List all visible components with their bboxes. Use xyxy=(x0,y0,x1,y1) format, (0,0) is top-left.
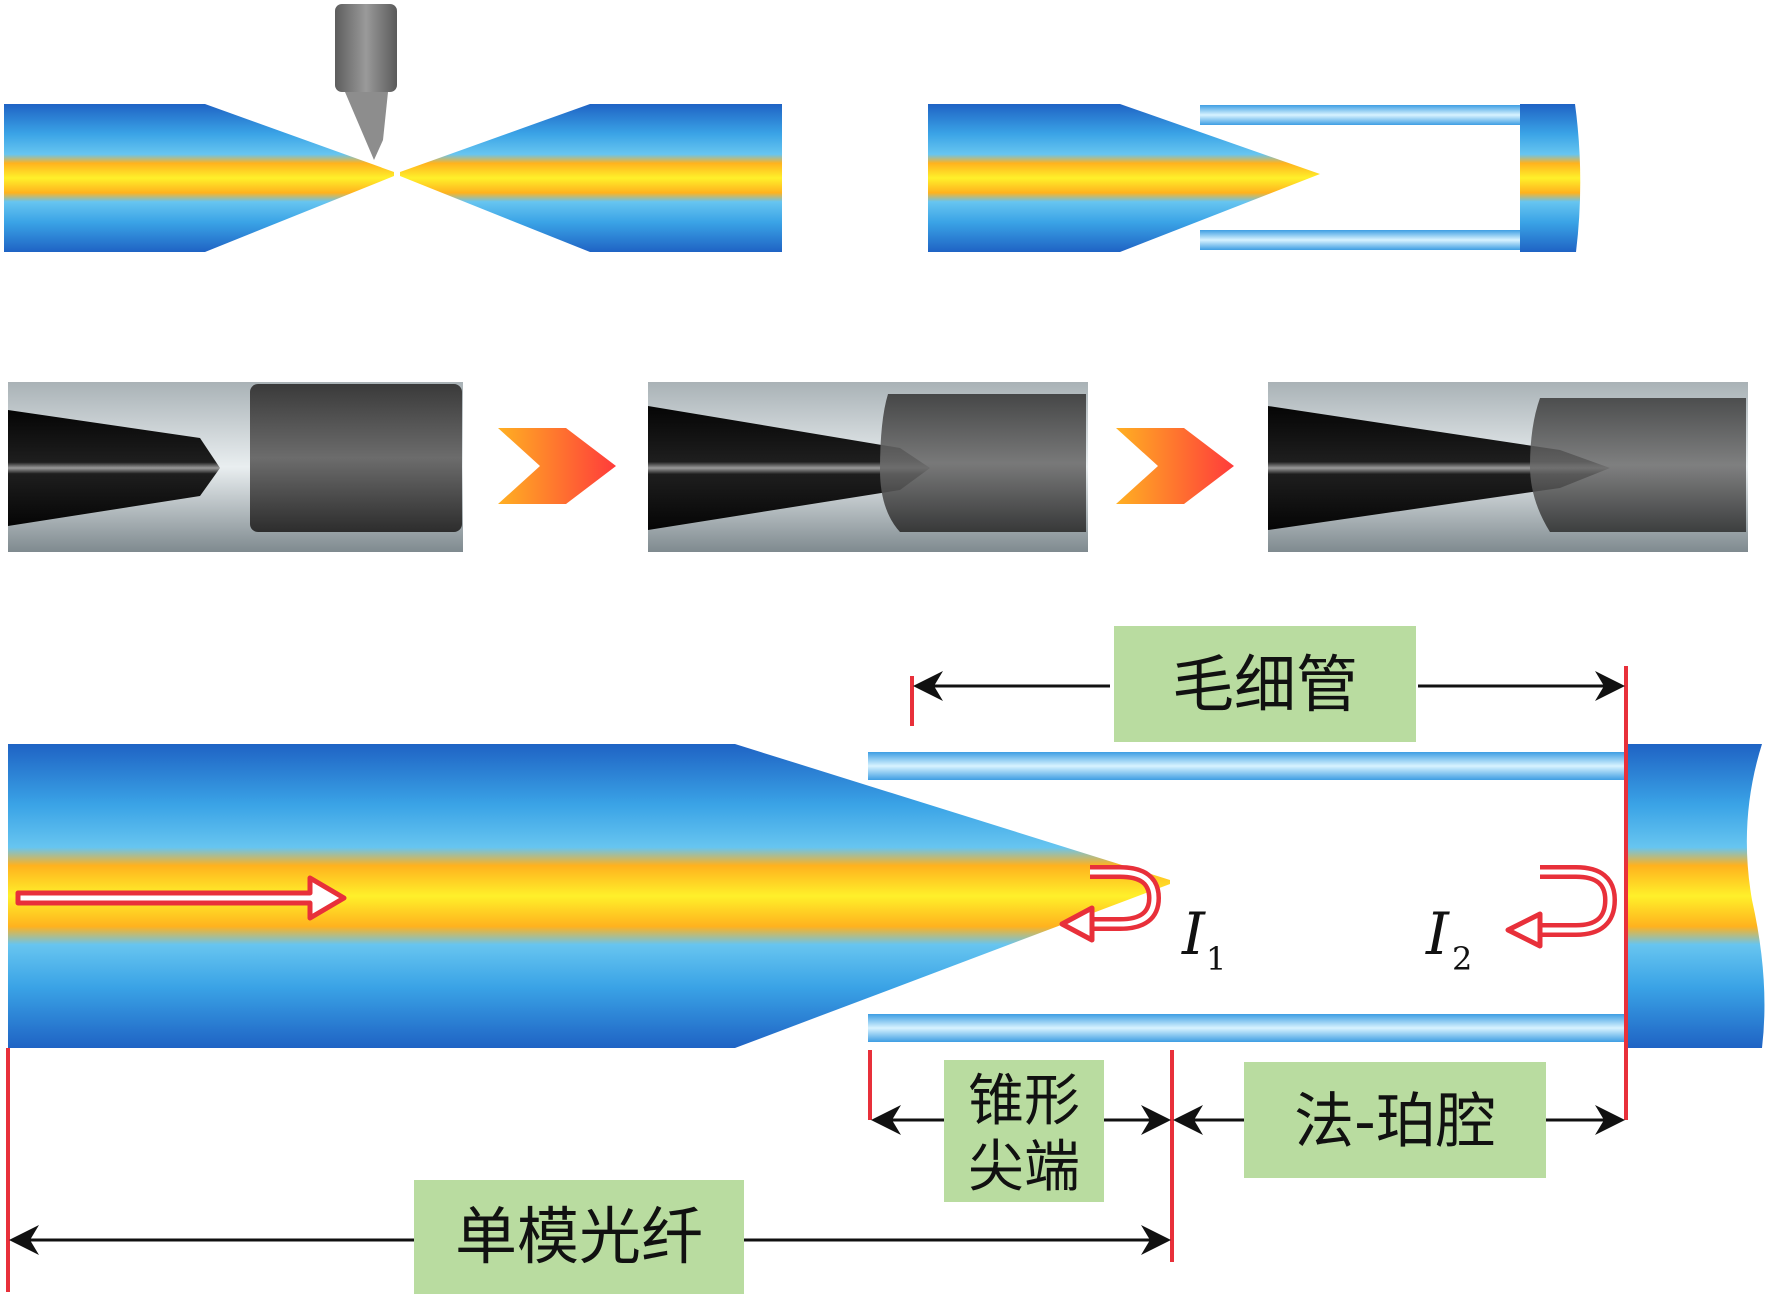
cleaver-blade xyxy=(345,92,388,160)
reflection-i1-arrow xyxy=(1059,865,1162,943)
photo-1-capillary-end xyxy=(250,384,462,532)
left-tapered-fiber xyxy=(4,104,394,252)
label-box-smf: 单模光纤 xyxy=(414,1180,744,1294)
label-capillary-text: 毛细管 xyxy=(1172,648,1358,721)
micro-photo-2 xyxy=(648,382,1088,552)
main-schematic: I 1 I 2 毛细管 锥形 尖端 法-珀腔 xyxy=(6,626,1765,1294)
photo-3-fiber-cone xyxy=(1268,406,1610,530)
photo-3-capillary-end xyxy=(1530,398,1746,532)
label-taper-tip-line2: 尖端 xyxy=(968,1135,1080,1200)
capillary-lower-wall xyxy=(868,1014,1628,1042)
end-fiber-segment xyxy=(1520,104,1581,252)
cleaver-blade-holder xyxy=(335,4,397,92)
capillary-upper-wall xyxy=(868,752,1628,780)
label-i2-sub: 2 xyxy=(1452,940,1472,978)
label-i1: I xyxy=(1181,900,1206,968)
insertion-step xyxy=(928,104,1581,252)
label-box-taper-tip: 锥形 尖端 xyxy=(944,1060,1104,1202)
progress-chevron-2 xyxy=(1116,428,1234,504)
photo-2-fiber-cone xyxy=(648,406,930,530)
tapered-fiber-in-tube xyxy=(928,104,1320,252)
label-smf-text: 单模光纤 xyxy=(455,1200,703,1273)
cleave-step xyxy=(4,4,782,252)
photo-1-fiber-cone xyxy=(8,410,220,526)
micro-photo-1 xyxy=(8,382,463,552)
reflection-i2-arrow xyxy=(1505,865,1618,949)
incident-light-arrow xyxy=(15,875,347,921)
capillary-top-wall xyxy=(1200,105,1520,125)
photo-2-capillary-end xyxy=(880,394,1086,532)
single-mode-fiber-tapered xyxy=(8,744,1170,1048)
micro-photo-3 xyxy=(1268,382,1748,552)
right-tapered-fiber xyxy=(400,104,782,252)
label-fp-cavity-text: 法-珀腔 xyxy=(1294,1087,1496,1157)
label-i2: I xyxy=(1425,900,1450,968)
capillary-bottom-wall xyxy=(1200,230,1520,250)
label-i1-sub: 1 xyxy=(1206,940,1226,978)
label-box-capillary: 毛细管 xyxy=(1114,626,1416,742)
end-fiber xyxy=(1628,744,1765,1048)
label-taper-tip-line1: 锥形 xyxy=(968,1069,1080,1134)
progress-chevron-1 xyxy=(498,428,616,504)
label-box-fp-cavity: 法-珀腔 xyxy=(1244,1062,1546,1178)
